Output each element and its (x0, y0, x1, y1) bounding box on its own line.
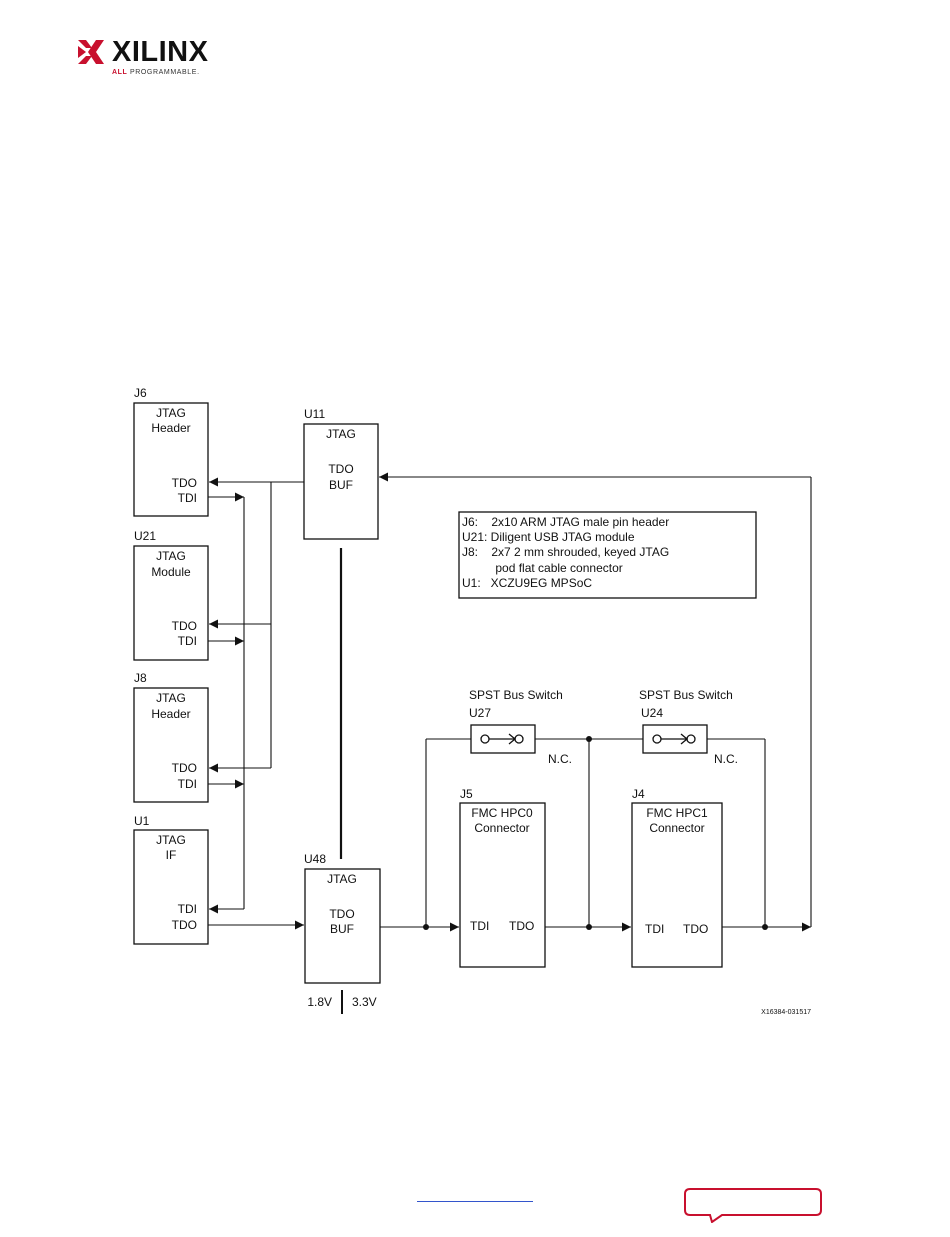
xilinx-logo: XILINX ALL PROGRAMMABLE. (76, 36, 226, 80)
j5-ref: J5 (460, 787, 473, 801)
legend-line: pod flat cable connector (462, 561, 623, 575)
legend-box (458, 511, 757, 599)
u21-line2: Module (151, 565, 191, 579)
j8-pin-tdo: TDO (172, 761, 197, 775)
j8-pin-tdi: TDI (178, 777, 197, 791)
feedback-button[interactable] (684, 1188, 822, 1223)
u24-nc: N.C. (714, 752, 738, 766)
j6-pin-tdo: TDO (172, 476, 197, 490)
j4-line1: FMC HPC1 (646, 806, 708, 820)
junction-dot (762, 924, 768, 930)
u27-nc: N.C. (548, 752, 572, 766)
u1-ref: U1 (134, 814, 150, 828)
j4-pin-tdo: TDO (683, 922, 708, 936)
u24-title: SPST Bus Switch (639, 688, 733, 702)
u21-pin-tdi: TDI (178, 634, 197, 648)
j8-box (133, 687, 209, 803)
feedback-speech-bubble-icon (684, 1188, 822, 1223)
j4-ref: J4 (632, 787, 645, 801)
junction-dot (586, 736, 592, 742)
u1-pin-tdo: TDO (172, 918, 197, 932)
xilinx-x-icon (78, 40, 104, 64)
u24-switch-arrow (680, 733, 689, 745)
j6-ref: J6 (134, 386, 147, 400)
u11-line2: TDO (328, 462, 353, 476)
j5-box (459, 802, 546, 968)
u21-line1: JTAG (156, 549, 186, 563)
legend-line: U21: Diligent USB JTAG module (462, 530, 635, 544)
u48-ref: U48 (304, 852, 326, 866)
j8-line2: Header (151, 707, 190, 721)
j8-ref: J8 (134, 671, 147, 685)
j5-pin-tdi: TDI (470, 919, 489, 933)
footer-link-underline[interactable] (417, 1201, 533, 1202)
j4-line2: Connector (649, 821, 704, 835)
u1-line1: JTAG (156, 833, 186, 847)
u27-ref: U27 (469, 706, 491, 720)
j5-pin-tdo: TDO (509, 919, 534, 933)
u48-line1: JTAG (327, 872, 357, 886)
u27-switch-pin-b (514, 734, 524, 744)
u48-box (304, 868, 381, 984)
voltage-high-label: 3.3V (352, 995, 377, 1009)
u1-box (133, 829, 209, 945)
legend-line: J8: 2x7 2 mm shrouded, keyed JTAG (462, 545, 669, 559)
legend-line: U1: XCZU9EG MPSoC (462, 576, 592, 590)
j6-pin-tdi: TDI (178, 491, 197, 505)
junction-dot (586, 924, 592, 930)
j5-line2: Connector (474, 821, 529, 835)
figure-id: X16384-031517 (761, 1009, 811, 1016)
u24-switch-pin-b (686, 734, 696, 744)
u21-ref: U21 (134, 529, 156, 543)
j6-box (133, 402, 209, 517)
u1-pin-tdi: TDI (178, 902, 197, 916)
j8-line1: JTAG (156, 691, 186, 705)
logo-wordmark: XILINX (112, 36, 209, 68)
junction-dot (423, 924, 429, 930)
j5-line1: FMC HPC0 (471, 806, 533, 820)
u1-line2: IF (166, 848, 177, 862)
u21-box (133, 545, 209, 661)
j4-box (631, 802, 723, 968)
u21-pin-tdo: TDO (172, 619, 197, 633)
u11-ref: U11 (304, 407, 325, 421)
u11-line1: JTAG (326, 427, 356, 441)
legend-line: J6: 2x10 ARM JTAG male pin header (462, 515, 669, 529)
j6-line2: Header (151, 421, 190, 435)
logo-tagline: ALL PROGRAMMABLE. (112, 69, 200, 76)
u27-title: SPST Bus Switch (469, 688, 563, 702)
j4-pin-tdi: TDI (645, 922, 664, 936)
u24-ref: U24 (641, 706, 663, 720)
u27-switch-pin-a (480, 734, 490, 744)
u48-line3: BUF (330, 922, 354, 936)
voltage-low-label: 1.8V (307, 995, 332, 1009)
u48-line2: TDO (329, 907, 354, 921)
u27-switch-arrow (508, 733, 517, 745)
u11-line3: BUF (329, 478, 353, 492)
j6-line1: JTAG (156, 406, 186, 420)
u24-switch-pin-a (652, 734, 662, 744)
